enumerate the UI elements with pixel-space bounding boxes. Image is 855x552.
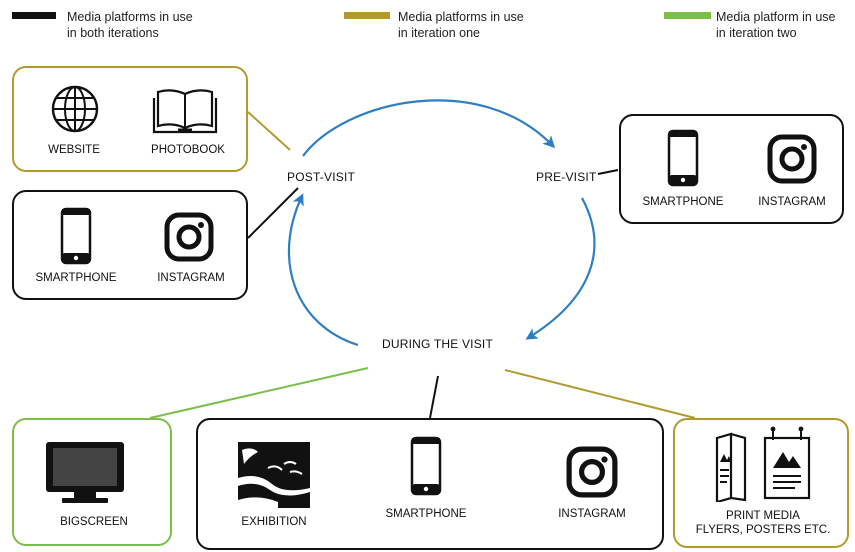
smartphone-icon — [410, 436, 442, 496]
caption-instagram: INSTAGRAM — [157, 272, 225, 284]
connector-post-iter1 — [247, 111, 291, 151]
instagram-icon — [566, 446, 618, 498]
legend-swatch-both — [12, 12, 56, 19]
caption-website: WEBSITE — [48, 144, 100, 156]
caption-exhibition: EXHIBITION — [241, 516, 307, 528]
smartphone-icon — [60, 207, 92, 265]
instagram-icon — [164, 212, 214, 262]
exhibition-image-icon — [238, 442, 310, 508]
smartphone-icon — [667, 129, 699, 187]
caption-photobook: PHOTOBOOK — [151, 144, 225, 156]
box-during-iteration-one: PRINT MEDIA FLYERS, POSTERS ETC. — [673, 418, 849, 548]
flyer-icon — [715, 432, 747, 502]
globe-icon — [51, 85, 99, 133]
box-post-visit-iteration-one: WEBSITE PHOTOBOOK — [12, 66, 248, 172]
connector-during-iter1 — [504, 369, 696, 419]
caption-instagram: INSTAGRAM — [758, 196, 826, 208]
legend-iteration-one: Media platforms in use in iteration one — [398, 10, 524, 40]
connector-during-both — [429, 375, 439, 419]
caption-instagram: INSTAGRAM — [558, 508, 626, 520]
caption-bigscreen: BIGSCREEN — [60, 516, 128, 528]
connector-post-both — [247, 187, 299, 239]
instagram-icon — [767, 134, 817, 184]
legend-iteration-two: Media platform in use in iteration two — [716, 10, 836, 40]
legend-both: Media platforms in use in both iteration… — [67, 10, 193, 40]
box-post-visit-both: SMARTPHONE INSTAGRAM — [12, 190, 248, 300]
caption-smartphone: SMARTPHONE — [642, 196, 724, 208]
stage-pre-visit: PRE-VISIT — [536, 170, 597, 184]
connector-pre-both — [597, 169, 619, 175]
box-pre-visit-both: SMARTPHONE INSTAGRAM — [619, 114, 844, 224]
connector-during-iter2 — [149, 367, 369, 419]
arrow-pre-to-during — [525, 197, 596, 340]
photobook-icon — [152, 89, 218, 134]
arrow-during-to-post — [287, 193, 359, 347]
caption-smartphone: SMARTPHONE — [35, 272, 117, 284]
caption-smartphone: SMARTPHONE — [385, 508, 467, 520]
stage-during-visit: DURING THE VISIT — [382, 337, 493, 351]
arrow-post-to-pre — [302, 99, 556, 157]
legend-swatch-iteration-two — [664, 12, 711, 19]
box-during-iteration-two: BIGSCREEN — [12, 418, 172, 546]
legend-swatch-iteration-one — [344, 12, 390, 19]
monitor-icon — [46, 442, 124, 503]
stage-post-visit: POST-VISIT — [287, 170, 356, 184]
caption-print-media: PRINT MEDIA FLYERS, POSTERS ETC. — [695, 510, 831, 536]
box-during-both: EXHIBITION SMARTPHONE INSTAGRAM — [196, 418, 664, 550]
poster-icon — [763, 426, 811, 500]
